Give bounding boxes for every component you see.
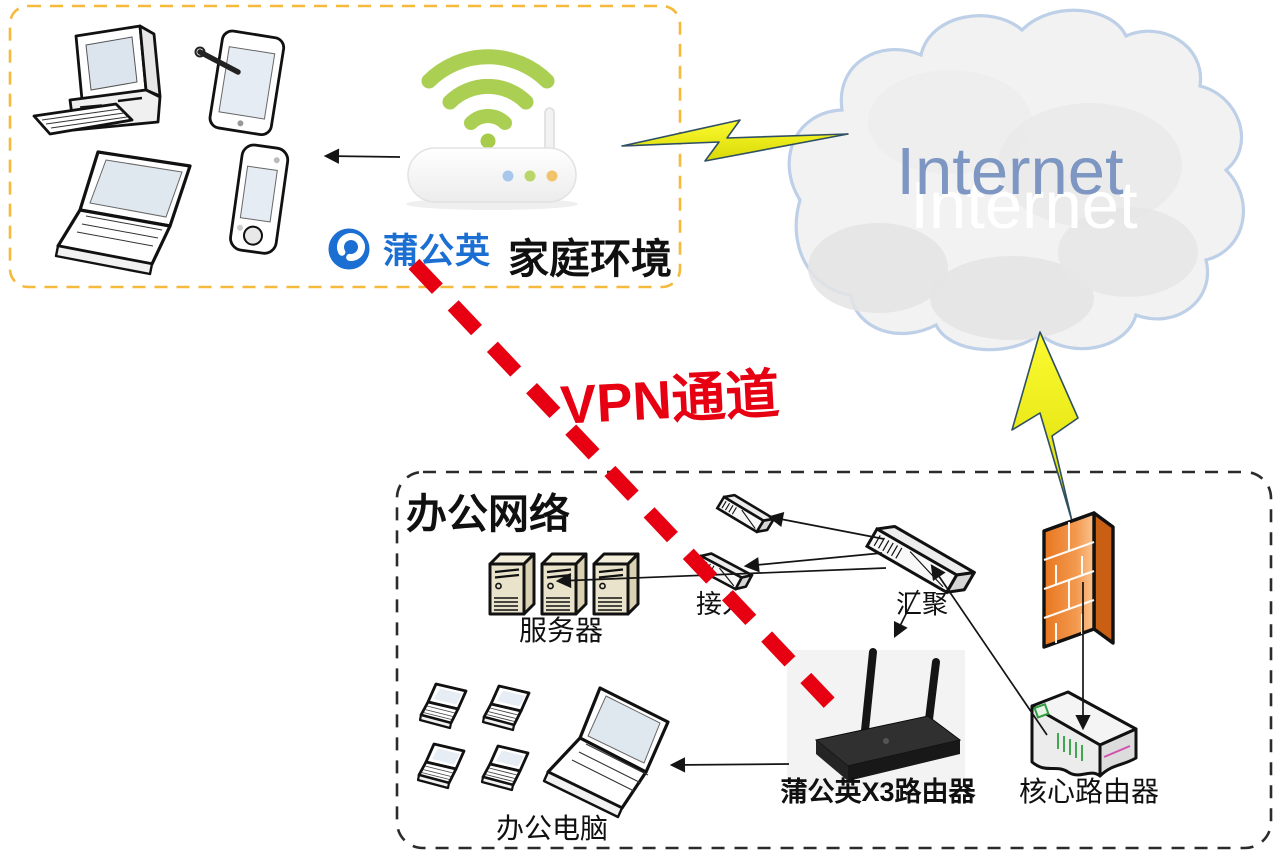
office-laptop-icon	[481, 684, 531, 732]
connector-agg-to-access-top	[767, 511, 885, 540]
office-pcs-label: 办公电脑	[496, 813, 608, 845]
pda-phone-icon	[229, 143, 290, 255]
servers-label: 服务器	[519, 615, 603, 647]
home-zone-label: 家庭环境	[508, 236, 672, 282]
x3-router-label: 蒲公英X3路由器	[780, 776, 976, 807]
connectors	[323, 148, 1091, 773]
connector-agg-to-access-bottom	[743, 552, 883, 573]
connector-x3-to-laptop	[669, 757, 790, 773]
connector-router-to-devices	[323, 148, 401, 164]
antenna-icon	[860, 648, 877, 744]
connector-agg-to-servers	[555, 567, 887, 589]
office-laptop-icon	[416, 742, 466, 790]
office-zone-box	[395, 470, 1273, 850]
internet-label-shadow: Internet	[910, 168, 1138, 243]
x3-router-icon	[787, 648, 965, 792]
dandelion-logo-icon	[328, 228, 370, 270]
office-laptop-icon	[418, 682, 468, 730]
aggregation-label: 汇聚	[896, 590, 948, 619]
internet-label: Internet	[896, 134, 1124, 209]
lightning-bolt-office-icon	[1011, 331, 1079, 522]
office-laptop-icon	[480, 744, 530, 792]
tablet-icon	[194, 29, 286, 137]
connector-agg-to-x3	[893, 589, 919, 639]
home-wifi-router-icon	[406, 49, 578, 210]
home-laptop-icon	[54, 150, 192, 276]
vpn-tunnel-line	[408, 258, 844, 718]
core-router-label: 核心路由器	[1019, 776, 1159, 808]
brand-label: 蒲公英	[383, 232, 491, 271]
home-zone-box	[8, 4, 682, 289]
stylus-icon	[197, 49, 241, 75]
access-switch-top-icon	[716, 489, 776, 538]
vpn-tunnel-label: VPN通道	[559, 364, 781, 435]
server-icon	[592, 552, 640, 616]
core-router-icon	[1030, 690, 1138, 778]
office-zone-label: 办公网络	[406, 491, 570, 537]
firewall-icon	[1042, 511, 1115, 649]
office-main-laptop-icon	[542, 686, 670, 819]
wifi-arc-icon	[421, 49, 555, 89]
lightning-bolt-home-icon	[621, 119, 849, 162]
internet-cloud: Internet Internet	[787, 8, 1245, 352]
server-icon	[540, 552, 588, 616]
connector-core-to-agg	[930, 564, 1048, 736]
server-icon	[488, 552, 536, 616]
aggregation-switch-icon	[864, 524, 976, 595]
desktop-computer-icon	[32, 24, 162, 136]
